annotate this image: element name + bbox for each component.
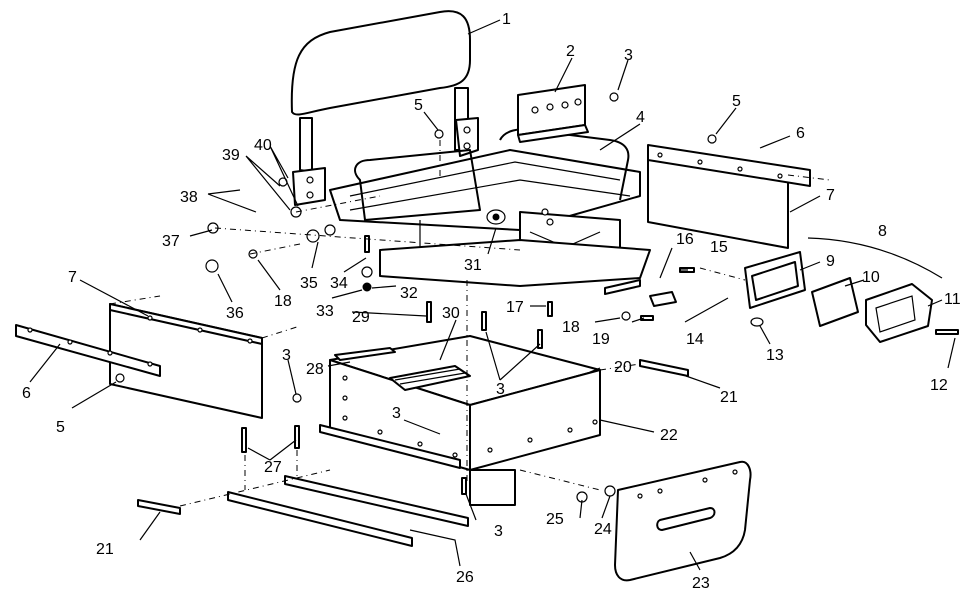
label-3d: 3: [282, 347, 291, 364]
label-8: 8: [878, 223, 887, 240]
label-35: 35: [300, 275, 318, 292]
label-5: 5: [414, 97, 423, 114]
label-7b: 7: [68, 269, 77, 286]
rack-frame-part: [329, 128, 651, 287]
runners-part: [227, 475, 469, 547]
label-39: 39: [222, 147, 240, 164]
side-panel-right-part: [647, 144, 811, 249]
label-7: 7: [826, 187, 835, 204]
reflectors-part: [137, 359, 689, 515]
storage-box-part: [319, 335, 601, 506]
callout-labels: 1 2 3 4 5 5 6 7 8 9 10 11 12 13 14 15 16…: [22, 11, 961, 590]
label-6: 6: [796, 125, 805, 142]
bracket-part: [517, 84, 589, 143]
side-panel-left-part: [15, 303, 263, 419]
label-21b: 21: [96, 541, 114, 558]
label-30: 30: [442, 305, 460, 322]
backrest-part: [290, 10, 479, 206]
label-36: 36: [226, 305, 244, 322]
label-3: 3: [624, 47, 633, 64]
label-2: 2: [566, 43, 575, 60]
label-28: 28: [306, 361, 324, 378]
label-27: 27: [264, 459, 282, 476]
label-6b: 6: [22, 385, 31, 402]
label-9: 9: [826, 253, 835, 270]
label-5c: 5: [56, 419, 65, 436]
label-34: 34: [330, 275, 348, 292]
label-11: 11: [944, 291, 961, 308]
label-4: 4: [636, 109, 645, 126]
leader-lines: [29, 19, 956, 571]
label-1: 1: [502, 11, 511, 28]
construction-lines: [109, 140, 831, 507]
label-40: 40: [254, 137, 272, 154]
label-24: 24: [594, 521, 612, 538]
label-22: 22: [660, 427, 678, 444]
label-29: 29: [352, 309, 370, 326]
label-23: 23: [692, 575, 710, 590]
label-17: 17: [506, 299, 524, 316]
label-20: 20: [614, 359, 632, 376]
label-16: 16: [676, 231, 694, 248]
end-plate-part: [614, 460, 752, 582]
label-25: 25: [546, 511, 564, 528]
label-26: 26: [456, 569, 474, 586]
label-5b: 5: [732, 93, 741, 110]
label-3b: 3: [496, 381, 505, 398]
label-18: 18: [562, 319, 580, 336]
label-13: 13: [766, 347, 784, 364]
label-15: 15: [710, 239, 728, 256]
label-19: 19: [592, 331, 610, 348]
label-12: 12: [930, 377, 948, 394]
label-3c: 3: [392, 405, 401, 422]
label-18b: 18: [274, 293, 292, 310]
label-21: 21: [720, 389, 738, 406]
label-3e: 3: [494, 523, 503, 540]
label-10: 10: [862, 269, 880, 286]
tail-light-part: [744, 251, 933, 343]
label-37: 37: [162, 233, 180, 250]
label-32: 32: [400, 285, 418, 302]
label-14: 14: [686, 331, 704, 348]
label-31: 31: [464, 257, 482, 274]
label-33: 33: [316, 303, 334, 320]
label-38: 38: [180, 189, 198, 206]
